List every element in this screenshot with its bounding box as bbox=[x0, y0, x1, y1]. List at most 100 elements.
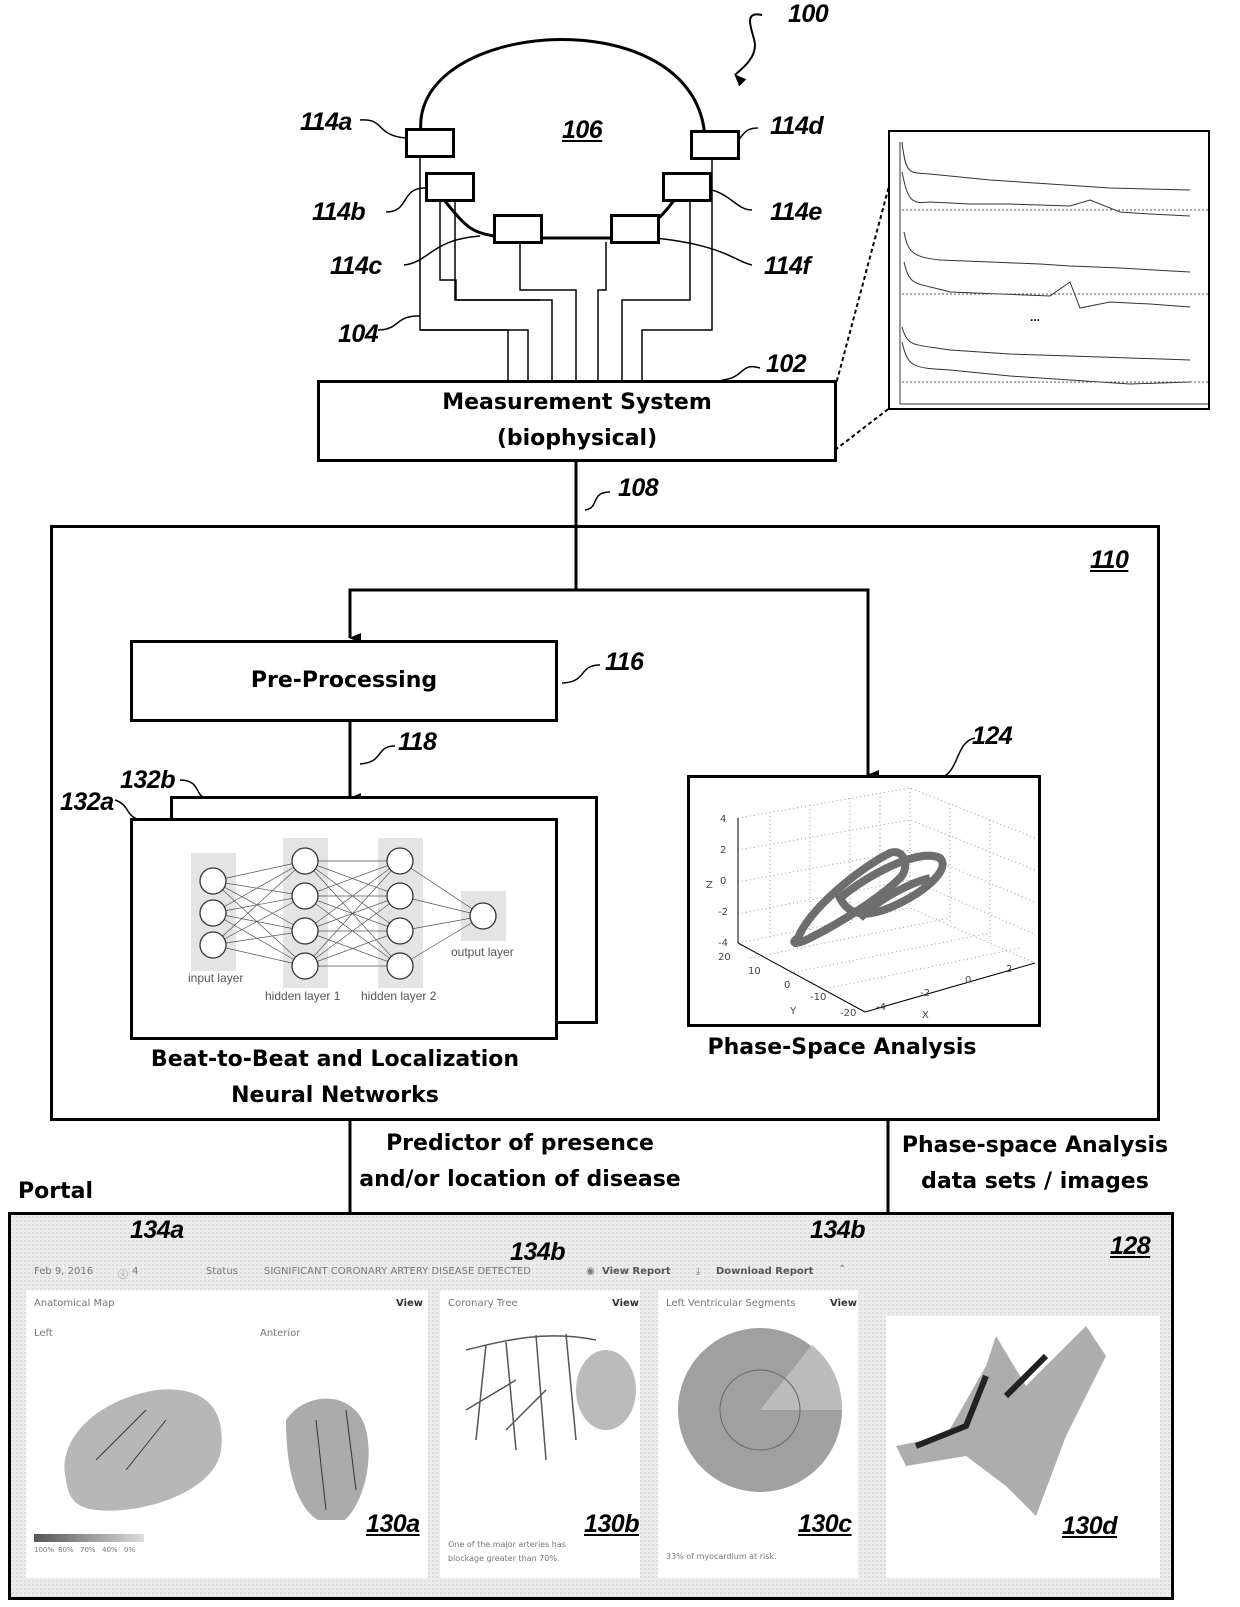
predictor-label-line2: and/or location of disease bbox=[340, 1162, 700, 1198]
ref-132a: 132a bbox=[60, 788, 114, 817]
neural-network-graph bbox=[133, 821, 555, 1037]
portal-status-label: Status bbox=[206, 1266, 238, 1277]
measurement-system-box: Measurement System (biophysical) bbox=[317, 380, 837, 462]
attractor-trajectory bbox=[794, 852, 942, 943]
ref-114e: 114e bbox=[770, 198, 822, 227]
download-report-button[interactable]: Download Report bbox=[716, 1266, 813, 1277]
ref-134a: 134a bbox=[130, 1216, 184, 1245]
electrode-114d bbox=[690, 130, 740, 160]
ref-130a: 130a bbox=[366, 1510, 420, 1539]
electrode-114c bbox=[493, 214, 543, 244]
lv-note: 33% of myocardium at risk. bbox=[666, 1552, 777, 1561]
lv-segments-title: Left Ventricular Segments bbox=[666, 1298, 796, 1309]
nn-node bbox=[292, 953, 318, 979]
electrode-114f bbox=[610, 214, 660, 244]
legend-100: 100% bbox=[34, 1546, 54, 1554]
eye-icon: ◉ bbox=[586, 1266, 595, 1277]
nn-node bbox=[387, 883, 413, 909]
coronary-tree-title: Coronary Tree bbox=[448, 1298, 518, 1309]
nn-node bbox=[387, 953, 413, 979]
y-axis-label: Y bbox=[789, 1006, 797, 1017]
nn-node bbox=[200, 868, 226, 894]
ref-100: 100 bbox=[788, 0, 828, 29]
x-tick-neg2: -2 bbox=[920, 988, 930, 999]
coronary-tree-panel: Coronary Tree View One of the major arte… bbox=[440, 1290, 640, 1578]
collapse-chevron-icon[interactable]: ⌃ bbox=[838, 1264, 846, 1275]
ref-114b: 114b bbox=[312, 198, 365, 227]
nn-node bbox=[200, 932, 226, 958]
electrode-114e bbox=[662, 172, 712, 202]
portal-status-value: SIGNIFICANT CORONARY ARTERY DISEASE DETE… bbox=[264, 1266, 531, 1277]
legend-0: 0% bbox=[124, 1546, 135, 1554]
y-tick-20: 20 bbox=[718, 952, 731, 963]
z-tick-0: 0 bbox=[720, 876, 726, 887]
x-tick-0: 0 bbox=[965, 975, 971, 986]
phase-space-image bbox=[886, 1316, 1160, 1536]
ref-104: 104 bbox=[338, 320, 378, 349]
electrode-114a bbox=[405, 128, 455, 158]
ref-130c: 130c bbox=[798, 1510, 852, 1539]
anatomical-left-label: Left bbox=[34, 1328, 53, 1339]
lv-bullseye-image bbox=[672, 1320, 852, 1500]
ref-118: 118 bbox=[398, 728, 436, 757]
ref-124: 124 bbox=[972, 722, 1012, 751]
nn-node bbox=[470, 903, 496, 929]
portal-title: Portal bbox=[18, 1174, 93, 1210]
measurement-system-sublabel: (biophysical) bbox=[320, 421, 834, 457]
phase-space-caption: Phase-Space Analysis bbox=[687, 1030, 997, 1066]
ref-114d: 114d bbox=[770, 112, 823, 141]
z-tick-2: 2 bbox=[720, 845, 726, 856]
output-layer-label: output layer bbox=[451, 945, 514, 959]
electrode-114b bbox=[425, 172, 475, 202]
y-tick-0: 0 bbox=[784, 980, 790, 991]
ref-102: 102 bbox=[766, 350, 806, 379]
coronary-tree-view-link[interactable]: View bbox=[612, 1298, 639, 1309]
nn-node bbox=[200, 900, 226, 926]
z-axis-label: Z bbox=[706, 880, 713, 891]
ref-130d: 130d bbox=[1062, 1512, 1117, 1541]
view-report-button[interactable]: View Report bbox=[602, 1266, 671, 1277]
nn-node bbox=[292, 918, 318, 944]
ref-132b: 132b bbox=[120, 766, 175, 795]
hidden-layer-1-label: hidden layer 1 bbox=[265, 989, 340, 1003]
ref-128: 128 bbox=[1110, 1232, 1150, 1261]
hidden-layer-2-label: hidden layer 2 bbox=[361, 989, 436, 1003]
x-tick-neg4: -4 bbox=[876, 1002, 886, 1013]
pre-processing-label: Pre-Processing bbox=[133, 663, 555, 699]
portal-date: Feb 9, 2016 bbox=[34, 1266, 93, 1277]
ref-134b-1: 134b bbox=[510, 1238, 565, 1267]
legend-70: 70% bbox=[80, 1546, 96, 1554]
lv-segments-panel: Left Ventricular Segments View 33% of my… bbox=[658, 1290, 858, 1578]
nn-node bbox=[292, 848, 318, 874]
anatomical-anterior-label: Anterior bbox=[260, 1328, 300, 1339]
pre-processing-box: Pre-Processing bbox=[130, 640, 558, 722]
z-tick-neg4: -4 bbox=[718, 938, 728, 949]
y-tick-neg20: -20 bbox=[840, 1008, 856, 1019]
x-axis-label: X bbox=[922, 1010, 929, 1021]
z-tick-4: 4 bbox=[720, 814, 726, 825]
y-tick-10: 10 bbox=[748, 966, 761, 977]
lv-segments-view-link[interactable]: View bbox=[830, 1298, 857, 1309]
x-tick-2: 2 bbox=[1006, 964, 1012, 975]
neural-network-box-132a: input layer hidden layer 1 hidden layer … bbox=[130, 818, 558, 1040]
ref-114f: 114f bbox=[764, 252, 810, 281]
y-tick-neg10: -10 bbox=[810, 992, 826, 1003]
anatomical-map-view-link[interactable]: View bbox=[396, 1298, 423, 1309]
ref-114a: 114a bbox=[300, 108, 352, 137]
anatomical-map-title: Anatomical Map bbox=[34, 1298, 115, 1309]
phase-space-plot: 4 2 0 -2 -4 Z 20 10 0 -10 -20 Y -4 -2 0 … bbox=[687, 775, 1041, 1027]
coronary-note-line1: One of the major arteries has bbox=[448, 1540, 566, 1549]
phase-data-label-line1: Phase-space Analysis bbox=[895, 1128, 1175, 1164]
heart-images bbox=[56, 1350, 416, 1520]
ref-106-patient: 106 bbox=[562, 116, 602, 145]
coronary-note-line2: blockage greater than 70%. bbox=[448, 1554, 559, 1563]
info-icon[interactable]: ⓘ bbox=[118, 1266, 128, 1281]
ref-100-arrow bbox=[735, 14, 762, 75]
legend-40: 40% bbox=[102, 1546, 118, 1554]
download-icon: ⤓ bbox=[696, 1266, 700, 1277]
nn-node bbox=[387, 918, 413, 944]
measurement-system-label: Measurement System bbox=[320, 385, 834, 421]
legend-80: 80% bbox=[58, 1546, 74, 1554]
phase-data-label-line2: data sets / images bbox=[895, 1164, 1175, 1200]
nn-node bbox=[387, 848, 413, 874]
